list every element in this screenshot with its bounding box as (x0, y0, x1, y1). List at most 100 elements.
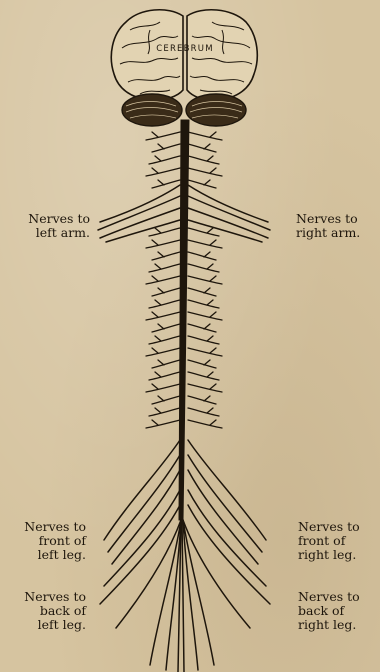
label-front-right-leg: Nerves to front of right leg. (298, 520, 378, 562)
spinal-nerve-branch (210, 276, 216, 281)
spinal-nerve-branch (210, 312, 216, 317)
label-left-arm: Nerves to left arm. (14, 212, 90, 240)
spinal-nerve-branch (152, 168, 158, 173)
spinal-nerve-left (146, 276, 180, 284)
spinal-nerve-branch (207, 372, 213, 377)
label-right-arm: Nerves to right arm. (296, 212, 376, 240)
left-arm-nerve (100, 185, 180, 222)
spinal-nerve-branch (204, 396, 210, 401)
spinal-nerve-branch (210, 132, 216, 137)
right-leg-nerve (183, 520, 198, 670)
spinal-nerve-branch (155, 372, 161, 377)
spinal-nerve-branch (158, 144, 164, 149)
cerebrum-right-hemisphere (187, 10, 257, 100)
spinal-nerve-left (149, 300, 180, 308)
spinal-nerve-branch (210, 240, 216, 245)
spinal-nerve-branch (204, 180, 210, 185)
spinal-nerve-branch (210, 168, 216, 173)
spinal-nerve-right (188, 252, 216, 260)
spinal-nerve-right (188, 348, 222, 356)
label-back-left-leg: Nerves to back of left leg. (14, 590, 86, 632)
spinal-nerve-left (152, 324, 180, 332)
spinal-nerve-right (188, 288, 216, 296)
cerebrum-left-hemisphere (111, 10, 183, 100)
spinal-nerve-right (188, 372, 219, 380)
spinal-nerve-left (149, 156, 180, 164)
spinal-nerve-branch (210, 420, 216, 425)
spinal-nerve-right (188, 336, 219, 344)
spinal-nerve-branch (155, 264, 161, 269)
spinal-nerve-left (146, 384, 180, 392)
spinal-nerve-branch (158, 288, 164, 293)
spinal-nerve-left (146, 312, 180, 320)
spinal-nerve-branch (204, 360, 210, 365)
spinal-nerve-right (188, 264, 219, 272)
spinal-nerve-branch (158, 324, 164, 329)
spinal-nerve-branch (155, 336, 161, 341)
left-leg-nerve (150, 520, 181, 665)
cerebrum (111, 10, 257, 100)
left-leg-nerve (100, 505, 180, 604)
spinal-nerve-branch (158, 360, 164, 365)
spinal-nerve-left (149, 408, 180, 416)
spinal-nerve-branch (158, 252, 164, 257)
spinal-nerve-branch (152, 312, 158, 317)
spinal-nerve-left (152, 252, 180, 260)
spinal-nerve-right (188, 228, 219, 236)
spinal-nerve-branch (155, 156, 161, 161)
spinal-nerve-branch (152, 420, 158, 425)
label-front-left-leg: Nerves to front of left leg. (14, 520, 86, 562)
spinal-nerve-left (149, 264, 180, 272)
cerebrum-label: CEREBRUM (140, 44, 230, 54)
right-leg-nerve (188, 505, 270, 604)
spinal-nerve-branch (152, 384, 158, 389)
spinal-nerve-left (152, 396, 180, 404)
spinal-nerve-right (188, 396, 216, 404)
spinal-nerve-branch (152, 240, 158, 245)
right-leg-nerve (188, 490, 266, 586)
spinal-nerve-right (188, 420, 222, 428)
spinal-nerve-branch (155, 300, 161, 305)
spinal-nerve-branch (204, 252, 210, 257)
spinal-nerve-left (152, 360, 180, 368)
left-leg-nerve (104, 490, 180, 586)
label-back-right-leg: Nerves to back of right leg. (298, 590, 378, 632)
spinal-nerve-branch (158, 180, 164, 185)
spinal-nerve-branch (152, 348, 158, 353)
spinal-nerve-branch (210, 384, 216, 389)
spinal-nerve-right (188, 240, 222, 248)
spinal-nerve-left (146, 240, 180, 248)
spinal-nerve-branch (204, 144, 210, 149)
spinal-nerve-branch (207, 300, 213, 305)
spinal-nerve-left (152, 144, 180, 152)
spinal-nerve-branch (204, 288, 210, 293)
spinal-nerve-right (188, 360, 216, 368)
spinal-nerve-right (188, 312, 222, 320)
spinal-nerve-branch (207, 228, 213, 233)
spinal-nerve-branch (210, 348, 216, 353)
spinal-nerve-branch (155, 228, 161, 233)
spinal-nerve-branch (207, 156, 213, 161)
spinal-nerve-right (188, 384, 222, 392)
spinal-nerve-branch (152, 132, 158, 137)
spinal-nerve-right (188, 324, 216, 332)
spinal-nerve-right (188, 276, 222, 284)
spinal-nerve-branch (207, 408, 213, 413)
spinal-nerve-right (188, 168, 222, 176)
spinal-nerve-branch (158, 396, 164, 401)
spinal-nerve-right (188, 300, 219, 308)
spinal-nerve-left (149, 228, 180, 236)
spinal-nerve-branch (204, 324, 210, 329)
spinal-nerve-left (146, 348, 180, 356)
spinal-nerve-right (188, 156, 219, 164)
right-leg-nerve (188, 455, 262, 552)
spinal-nerve-right (188, 408, 219, 416)
cauda-equina (182, 520, 184, 672)
right-leg-nerve (183, 520, 214, 665)
spinal-nerve-left (146, 132, 180, 140)
spinal-nerve-branch (207, 336, 213, 341)
spinal-nerve-right (188, 132, 222, 140)
spinal-nerve-branch (155, 408, 161, 413)
spinal-nerve-branch (152, 276, 158, 281)
